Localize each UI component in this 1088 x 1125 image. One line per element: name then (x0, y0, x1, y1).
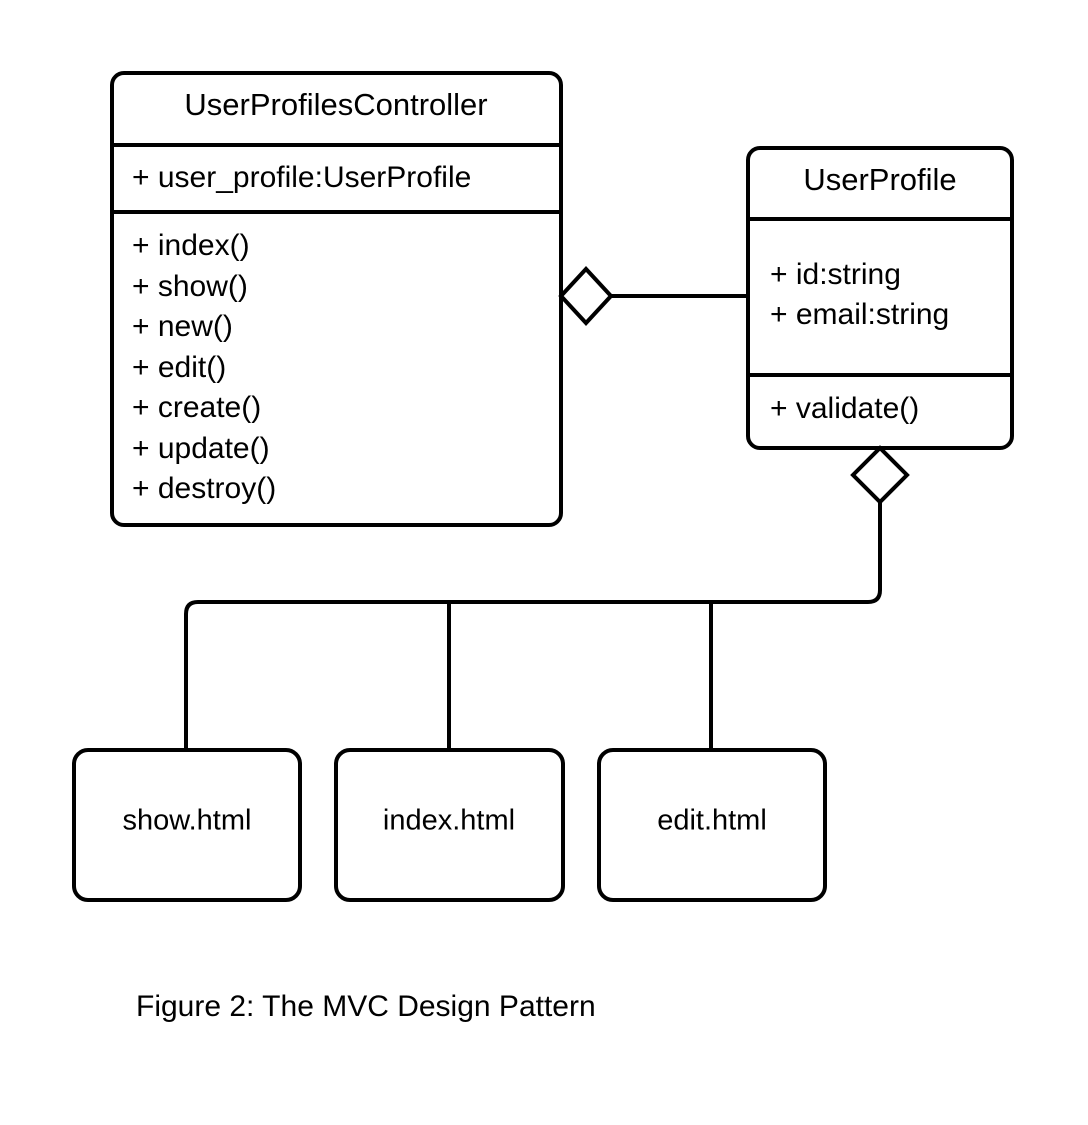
aggregation-diamond-model-icon (850, 445, 910, 505)
model-class-name: UserProfile (803, 162, 956, 197)
edit-box-outline (597, 748, 827, 902)
controller-method-6: + destroy() (132, 472, 276, 505)
aggregation-diamond-controller-icon (558, 266, 614, 326)
controller-method-5: + update() (132, 432, 270, 465)
controller-class-name: UserProfilesController (184, 87, 487, 122)
class-box-user-profile[interactable]: UserProfile + id:string + email:string +… (746, 146, 1014, 450)
controller-method-2: + new() (132, 310, 233, 343)
view-label-edit: edit.html (657, 805, 767, 837)
controller-method-0: + index() (132, 229, 250, 262)
controller-box-outline (110, 71, 563, 527)
figure-caption: Figure 2: The MVC Design Pattern (136, 990, 596, 1023)
model-attribute-1: + email:string (770, 298, 949, 331)
class-box-user-profiles-controller[interactable]: UserProfilesController + user_profile:Us… (110, 71, 563, 527)
controller-method-4: + create() (132, 391, 261, 424)
controller-method-3: + edit() (132, 351, 226, 384)
relationship-edges (184, 294, 882, 750)
view-label-show: show.html (123, 805, 252, 837)
model-attribute-0: + id:string (770, 258, 901, 291)
index-box-outline (334, 748, 565, 902)
aggregation-diamonds (558, 266, 910, 505)
view-box-edit[interactable]: edit.html (597, 748, 827, 902)
view-box-show[interactable]: show.html (72, 748, 302, 902)
controller-attribute-0: + user_profile:UserProfile (132, 161, 471, 194)
show-box-outline (72, 748, 302, 902)
controller-method-1: + show() (132, 270, 248, 303)
view-box-index[interactable]: index.html (334, 748, 565, 902)
edge-model-to-show (184, 494, 882, 750)
view-label-index: index.html (383, 805, 515, 837)
model-method-0: + validate() (770, 392, 919, 425)
